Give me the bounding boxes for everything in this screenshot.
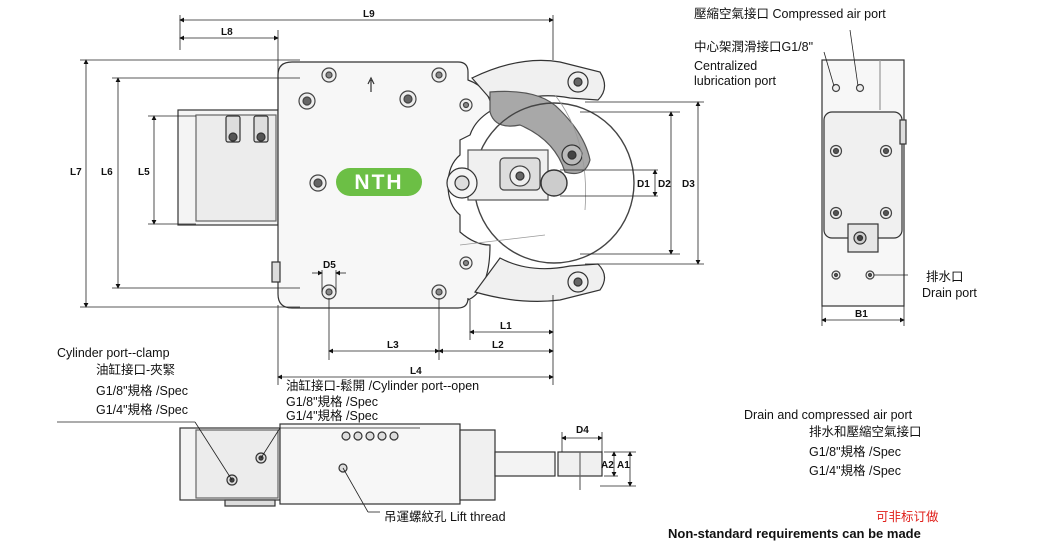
dim-l5: L5	[138, 167, 150, 178]
drain-port-label-zh: 排水口	[926, 270, 964, 284]
dim-l9: L9	[363, 9, 375, 20]
nonstandard-label-en: Non-standard requirements can be made	[668, 526, 921, 541]
dim-l4: L4	[410, 366, 422, 377]
lube-port-icon	[855, 83, 865, 93]
nth-logo: NTH	[336, 168, 422, 196]
dim-l8: L8	[221, 27, 233, 38]
clamp-port-label-en: Cylinder port--clamp	[57, 346, 170, 360]
dim-l7: L7	[70, 167, 82, 178]
small-workpiece	[540, 169, 568, 197]
dim-a1: A1	[617, 460, 630, 471]
nonstandard-label-zh: 可非标订做	[876, 510, 939, 524]
drain-port-label-en: Drain port	[922, 286, 977, 300]
dimension-labels: L9 L8 L7 L6 L5 D5 L3 L2 L1 L4 D1 D2 D3	[70, 9, 695, 377]
drain-air-label-en: Drain and compressed air port	[744, 408, 913, 422]
central-lube-label-en-1: Centralized	[694, 59, 758, 73]
dim-l2: L2	[492, 340, 504, 351]
open-spec-1: G1/8"規格 /Spec	[286, 395, 378, 409]
air-port-icon	[831, 83, 841, 93]
dim-l1: L1	[500, 321, 512, 332]
compressed-air-port-label: 壓縮空氣接口 Compressed air port	[694, 7, 886, 21]
top-view	[179, 423, 603, 507]
clamp-port-label-zh: 油缸接口-夾緊	[96, 363, 176, 377]
lift-thread-label: 吊運螺紋孔 Lift thread	[384, 510, 506, 524]
nth-logo-text: NTH	[354, 171, 403, 194]
dim-d2: D2	[658, 179, 671, 190]
central-lube-label-zh: 中心架潤滑接口G1/8"	[694, 40, 814, 54]
dim-d4: D4	[576, 425, 589, 436]
drain-air-spec-2: G1/4"規格 /Spec	[809, 464, 901, 478]
drain-air-label-zh: 排水和壓縮空氣接口	[809, 425, 922, 439]
clamp-spec-2: G1/4"規格 /Spec	[96, 403, 188, 417]
drain-air-spec-1: G1/8"規格 /Spec	[809, 445, 901, 459]
side-view	[821, 59, 907, 307]
open-spec-2: G1/4"規格 /Spec	[286, 409, 378, 423]
dim-b1: B1	[855, 309, 868, 320]
clamp-spec-1: G1/8"規格 /Spec	[96, 384, 188, 398]
dim-d1: D1	[637, 179, 650, 190]
dim-d5: D5	[323, 260, 336, 271]
dim-l6: L6	[101, 167, 113, 178]
dim-l3: L3	[387, 340, 399, 351]
central-lube-label-en-2: lubrication port	[694, 74, 776, 88]
dim-a2: A2	[601, 460, 614, 471]
bolt-holes	[298, 67, 473, 300]
open-port-label: 油缸接口-鬆開 /Cylinder port--open	[286, 379, 480, 393]
dim-d3: D3	[682, 179, 695, 190]
